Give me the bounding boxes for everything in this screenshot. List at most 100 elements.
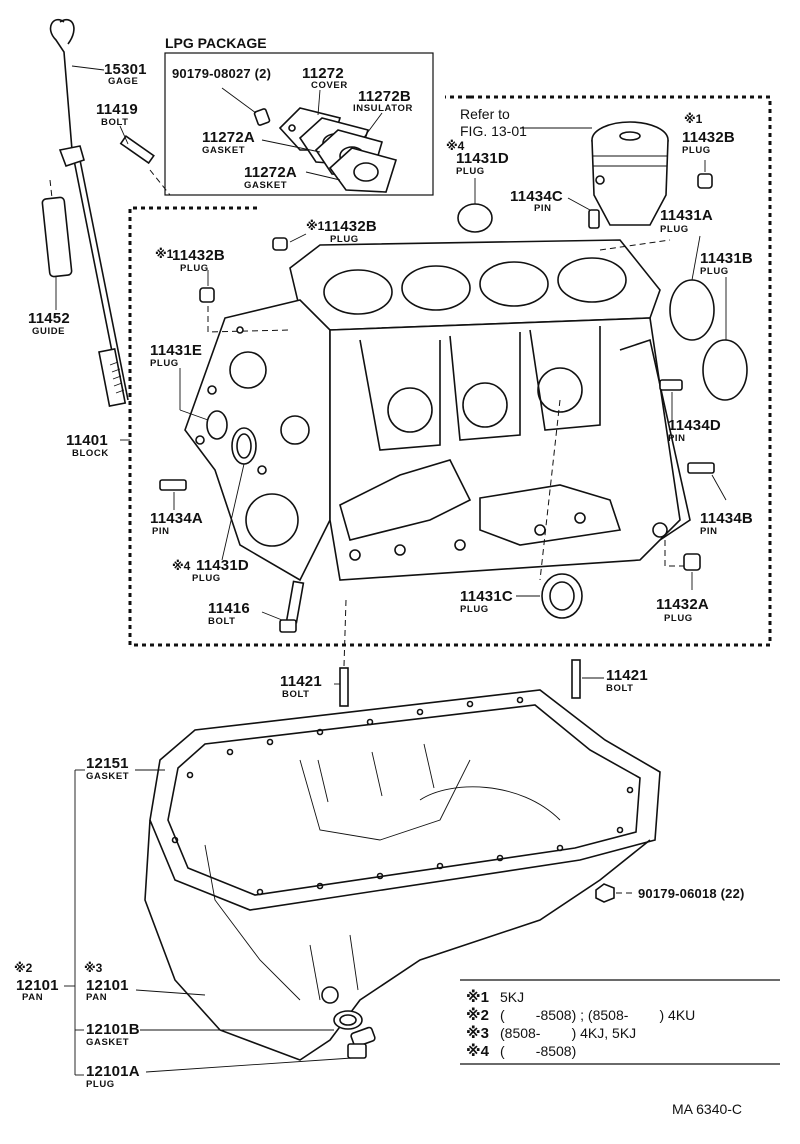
oil-level-gage-drawing: [49, 18, 129, 407]
note-2-mark: ※2: [466, 1006, 489, 1024]
pan-right-num: 12101: [86, 977, 129, 994]
pin-11434a-drawing: [159, 479, 187, 510]
block-name: BLOCK: [72, 448, 109, 459]
pin-11434b-name: PIN: [700, 526, 718, 537]
plug-11432b-left-num: 11432B: [172, 247, 225, 264]
pin-11434d-drawing: [659, 379, 683, 420]
plug-11432b-left-name: PLUG: [180, 263, 209, 274]
plug-12101a-num: 12101A: [86, 1063, 140, 1080]
plug-11431d-bottom-mark: ※4: [172, 559, 191, 573]
bolt-11416-name: BOLT: [208, 616, 236, 627]
pin-11434b-num: 11434B: [700, 510, 753, 527]
pin-11434c-drawing: [567, 197, 600, 229]
plug-11431a-num: 11431A: [660, 207, 713, 224]
gasket-12101b-name: GASKET: [86, 1037, 129, 1048]
lpg-cover-num: 11272: [302, 65, 344, 82]
lpg-gasket-drawing: [261, 129, 398, 193]
guide-num: 11452: [28, 310, 70, 327]
pin-11434d-num: 11434D: [668, 417, 721, 434]
bolt-11419-name: BOLT: [101, 117, 129, 128]
bolt-11421-right-num: 11421: [606, 667, 648, 684]
applicability-notes: ※1 5KJ ※2 ( -8508) ; (8508- ) 4KU ※3 (85…: [460, 979, 780, 1065]
pin-11434c-name: PIN: [534, 203, 552, 214]
plug-11431e-num: 11431E: [150, 342, 202, 359]
plug-11432a-name: PLUG: [664, 613, 693, 624]
pan-left-num: 12101: [16, 977, 59, 994]
plug-11431e-name: PLUG: [150, 358, 179, 369]
piston-drawing: [520, 121, 669, 226]
pin-11434a-name: PIN: [152, 526, 170, 537]
plug-11431c-num: 11431C: [460, 588, 513, 605]
bolt-11421-left-drawing: [334, 599, 349, 707]
lpg-package-title: LPG PACKAGE: [165, 35, 267, 51]
plug-11431c-drawing: [516, 399, 583, 619]
lpg-bolt-drawing: [221, 87, 271, 126]
plug-11432b-top-num: 11432B: [324, 218, 377, 235]
guide-name: GUIDE: [32, 326, 65, 337]
lpg-insulator-name: INSULATOR: [353, 103, 413, 114]
refer-line2: FIG. 13-01: [460, 123, 527, 139]
lpg-gasket-a2-num: 11272A: [244, 164, 297, 181]
plug-11431d-top-drawing: [457, 178, 493, 233]
plug-11431d-bottom-drawing: [221, 427, 257, 561]
pan-left-mark: ※2: [14, 961, 33, 975]
plug-12101a-name: PLUG: [86, 1079, 115, 1090]
plug-12101a-drawing: [145, 1026, 376, 1073]
lpg-insulator-num: 11272B: [358, 88, 411, 105]
oil-pan-drawing: [144, 689, 661, 1061]
gage-guide-drawing: [41, 145, 85, 310]
plug-11431a-drawing: [599, 235, 715, 341]
refer-line1: Refer to: [460, 106, 510, 122]
plug-11431a-name: PLUG: [660, 224, 689, 235]
note-3-text: (8508- ) 4KJ, 5KJ: [500, 1025, 636, 1041]
bolt-11419-drawing: [119, 125, 171, 196]
pan-right-mark: ※3: [84, 961, 103, 975]
note-4-text: ( -8508): [500, 1043, 576, 1059]
note-2-text: ( -8508) ; (8508- ) 4KU: [500, 1007, 695, 1023]
pan-left-name: PAN: [22, 992, 43, 1003]
lpg-gasket-a-name: GASKET: [202, 145, 245, 156]
plug-11432b-top-name: PLUG: [330, 234, 359, 245]
bolt-11421-left-num: 11421: [280, 673, 322, 690]
plug-11432a-drawing: [664, 540, 701, 590]
lpg-gasket-a2-name: GASKET: [244, 180, 287, 191]
plug-11431e-drawing: [179, 368, 228, 440]
pin-11434b-drawing: [687, 462, 727, 501]
plug-11431d-top-mark: ※4: [446, 139, 465, 153]
gage-num: 15301: [104, 61, 147, 78]
pin-11434d-name: PIN: [668, 433, 686, 444]
bolt-11421-right-drawing: [571, 659, 604, 699]
gasket-12151-num: 12151: [86, 755, 129, 772]
plug-11432b-right-mark: ※1: [684, 112, 703, 126]
plug-11432b-left-drawing: [199, 270, 291, 333]
plug-11432b-top-mark: ※1: [306, 219, 325, 233]
gasket-12101b-num: 12101B: [86, 1021, 140, 1038]
note-1-text: 5KJ: [500, 989, 524, 1005]
bolt-11416-drawing: [261, 580, 305, 633]
gage-name: GAGE: [108, 76, 138, 87]
lpg-gasket-a-num: 11272A: [202, 129, 255, 146]
pan-right-name: PAN: [86, 992, 107, 1003]
plug-11431d-bottom-name: PLUG: [192, 573, 221, 584]
plug-11431c-name: PLUG: [460, 604, 489, 615]
bolt-11421-left-name: BOLT: [282, 689, 310, 700]
cylinder-block-drawing: [184, 239, 691, 582]
block-num: 11401: [66, 432, 108, 449]
plug-11432b-right-num: 11432B: [682, 129, 735, 146]
plug-11431d-bottom-num: 11431D: [196, 557, 249, 574]
lpg-package-box: LPG PACKAGE 90179-08027 (2) 11272 COVER …: [164, 35, 434, 196]
note-1-mark: ※1: [466, 988, 489, 1006]
plug-11432a-num: 11432A: [656, 596, 709, 613]
note-4-mark: ※4: [466, 1042, 490, 1060]
pin-11434a-num: 11434A: [150, 510, 203, 527]
gasket-12101b-drawing: [140, 1010, 363, 1031]
gasket-12151-name: GASKET: [86, 771, 129, 782]
nut-90179-06018-drawing: [595, 883, 636, 903]
plug-11432b-right-name: PLUG: [682, 145, 711, 156]
bolt-11421-right-name: BOLT: [606, 683, 634, 694]
note-3-mark: ※3: [466, 1024, 489, 1042]
figure-code: MA 6340-C: [672, 1101, 742, 1117]
plug-11432b-right-drawing: [697, 160, 713, 189]
plug-11431d-top-num: 11431D: [456, 150, 509, 167]
